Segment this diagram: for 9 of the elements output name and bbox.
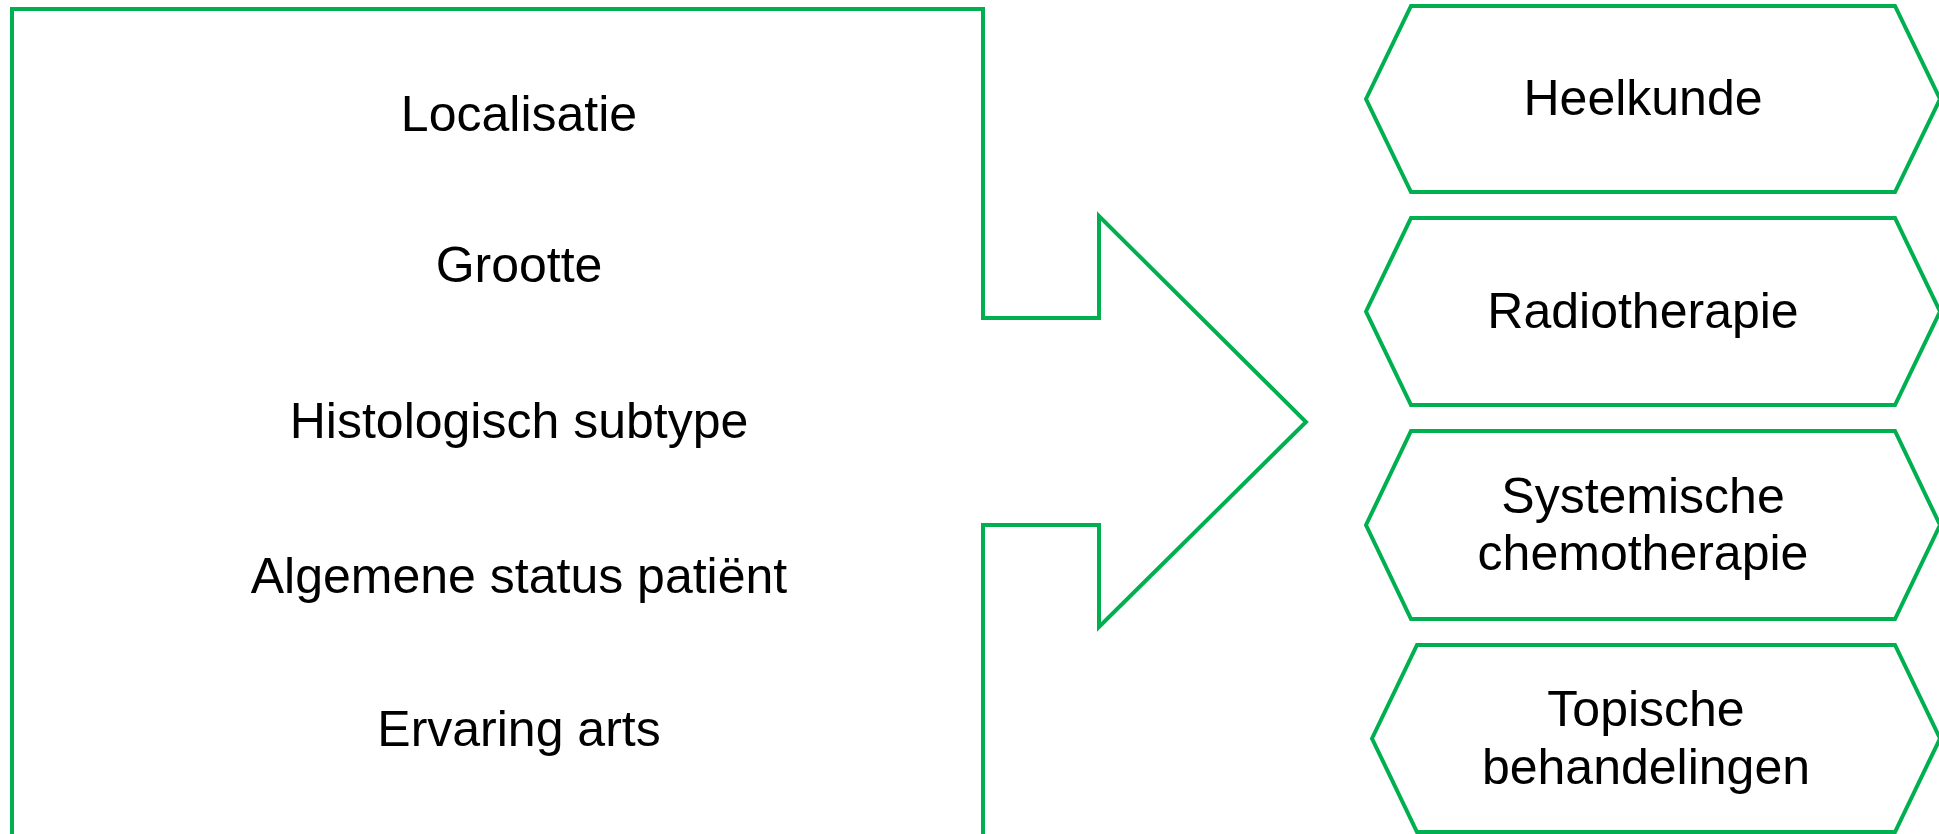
factor-text: Grootte: [435, 240, 603, 290]
treatment-text: Heelkunde: [1523, 70, 1763, 128]
factor-text: Ervaring arts: [377, 704, 661, 754]
treatment-text: Topische behandelingen: [1480, 681, 1812, 796]
treatment-text: Systemische chemotherapie: [1476, 467, 1810, 583]
treatment-text: Radiotherapie: [1487, 282, 1799, 341]
factor-text: Algemene status patiënt: [250, 551, 788, 601]
factor-text: Histologisch subtype: [289, 396, 749, 446]
factor-text: Localisatie: [400, 89, 638, 139]
